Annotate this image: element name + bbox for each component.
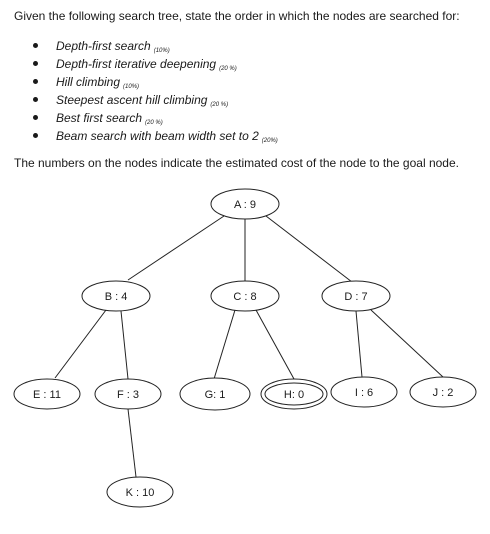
node-d: D : 7 xyxy=(321,280,391,312)
task-item: Hill climbing(10%) xyxy=(30,73,278,91)
node-ellipse xyxy=(321,280,391,312)
edge-a-d xyxy=(265,215,353,283)
task-percent: (20 %) xyxy=(210,102,229,108)
node-ellipse xyxy=(106,476,174,508)
task-percent: (20%) xyxy=(261,138,278,144)
task-percent: (10%) xyxy=(123,84,140,90)
task-percent: (20 %) xyxy=(219,66,237,72)
edge-d-i xyxy=(355,310,363,378)
question-intro: Given the following search tree, state t… xyxy=(14,9,460,23)
bullet-icon xyxy=(33,133,38,138)
node-label: G: 1 xyxy=(205,389,226,401)
node-ellipse xyxy=(81,280,151,312)
task-list: Depth-first search(10%) Depth-first iter… xyxy=(30,37,278,145)
edge-f-k xyxy=(127,408,137,478)
edge-a-b xyxy=(127,215,225,281)
edge-c-h xyxy=(255,309,295,380)
node-a: A : 9 xyxy=(210,188,280,220)
node-k: K : 10 xyxy=(106,476,174,508)
node-ellipse xyxy=(409,376,477,408)
node-ellipse xyxy=(179,377,251,411)
task-label: Beam search with beam width set to 2 xyxy=(56,129,259,143)
task-item: Beam search with beam width set to 2(20%… xyxy=(30,127,278,145)
cost-note: The numbers on the nodes indicate the es… xyxy=(14,156,459,170)
bullet-icon xyxy=(33,61,38,66)
node-label: F : 3 xyxy=(117,389,139,401)
node-label: C : 8 xyxy=(233,291,256,303)
node-h: H: 0 xyxy=(260,378,328,410)
edge-d-j xyxy=(370,309,444,378)
node-ellipse xyxy=(13,378,81,410)
task-item: Depth-first search(10%) xyxy=(30,37,278,55)
node-ellipse xyxy=(210,188,280,220)
edge-b-e xyxy=(54,309,107,379)
goal-node-inner-ring xyxy=(264,382,324,406)
node-label: D : 7 xyxy=(344,291,367,303)
edge-b-f xyxy=(120,310,129,380)
task-percent: (10%) xyxy=(153,48,170,54)
node-ellipse xyxy=(330,376,398,408)
node-ellipse xyxy=(94,378,162,410)
node-label: E : 11 xyxy=(33,389,61,401)
task-label: Steepest ascent hill climbing xyxy=(56,93,208,107)
bullet-icon xyxy=(33,79,38,84)
node-i: I : 6 xyxy=(330,376,398,408)
node-label: B : 4 xyxy=(105,291,128,303)
node-label: I : 6 xyxy=(355,387,373,399)
task-label: Depth-first iterative deepening xyxy=(56,57,217,71)
task-percent: (20 %) xyxy=(145,120,163,126)
task-label: Best first search xyxy=(56,111,143,125)
node-label: A : 9 xyxy=(234,199,256,211)
bullet-icon xyxy=(33,97,38,102)
node-c: C : 8 xyxy=(210,280,280,312)
node-j: J : 2 xyxy=(409,376,477,408)
task-label: Depth-first search xyxy=(56,39,151,53)
task-item: Steepest ascent hill climbing(20 %) xyxy=(30,91,278,109)
node-f: F : 3 xyxy=(94,378,162,410)
bullet-icon xyxy=(33,115,38,120)
node-e: E : 11 xyxy=(13,378,81,410)
edge-c-g xyxy=(213,309,236,380)
task-item: Best first search(20 %) xyxy=(30,109,278,127)
node-b: B : 4 xyxy=(81,280,151,312)
node-ellipse xyxy=(260,378,328,410)
bullet-icon xyxy=(33,43,38,48)
node-label: K : 10 xyxy=(126,487,155,499)
task-item: Depth-first iterative deepening(20 %) xyxy=(30,55,278,73)
node-g: G: 1 xyxy=(179,377,251,411)
node-ellipse xyxy=(210,280,280,312)
task-label: Hill climbing xyxy=(56,75,121,89)
node-label: H: 0 xyxy=(284,389,304,401)
node-label: J : 2 xyxy=(433,387,454,399)
